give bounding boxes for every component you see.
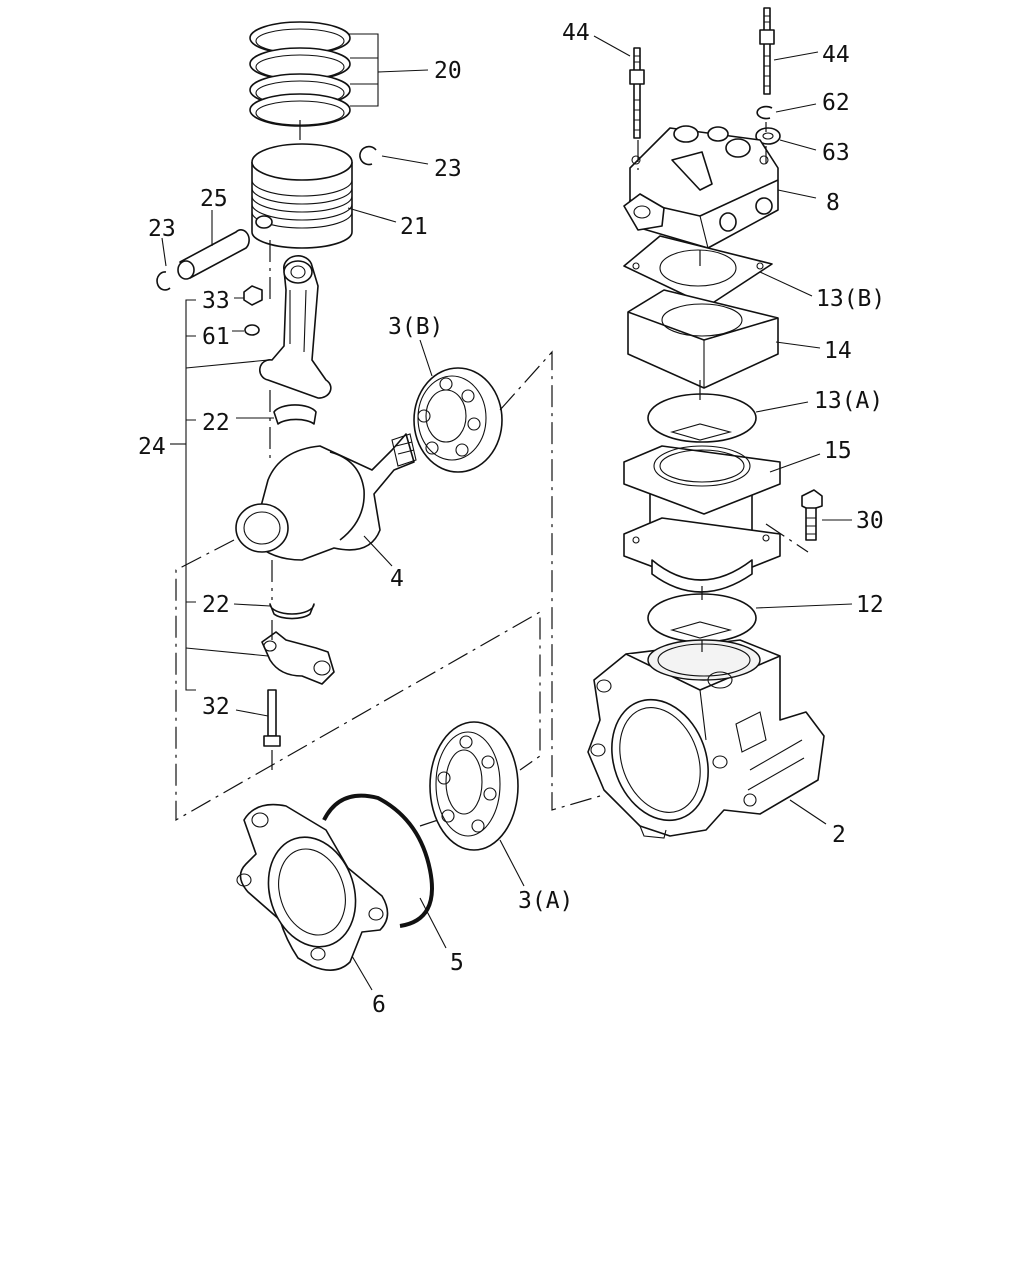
callout-2: 2 [832, 822, 846, 848]
bearing-shell [273, 404, 317, 425]
callout-32: 32 [202, 694, 230, 720]
crankcase [587, 639, 825, 839]
callout-14: 14 [824, 338, 852, 364]
callout-23: 23 [148, 216, 176, 242]
callout-24: 24 [138, 434, 166, 460]
callout-23: 23 [434, 156, 462, 182]
rod-cap [261, 631, 335, 685]
callout-25: 25 [200, 186, 228, 212]
crankshaft [235, 433, 417, 561]
callout-30: 30 [856, 508, 884, 534]
callout-6: 6 [372, 992, 386, 1018]
callout-63: 63 [822, 140, 850, 166]
snap-ring [156, 271, 171, 291]
piston-pin [177, 229, 250, 280]
snap-ring-large [322, 793, 434, 928]
callout-3b: 3(B) [388, 314, 443, 340]
piston-rings [249, 21, 351, 127]
callout-12: 12 [856, 592, 884, 618]
ball-bearing-a [429, 721, 519, 851]
washer [755, 127, 781, 145]
snap-ring [359, 145, 377, 166]
cover-plate [236, 803, 389, 971]
ball-bearing-b [413, 367, 503, 473]
bearing-shell [269, 603, 315, 620]
piston [251, 143, 353, 249]
callout-3a: 3(A) [518, 888, 573, 914]
callout-61: 61 [202, 324, 230, 350]
rod-bolt [263, 689, 281, 747]
o-ring [647, 593, 757, 643]
connecting-rod [259, 255, 332, 399]
callout-22: 22 [202, 592, 230, 618]
callout-5: 5 [450, 950, 464, 976]
o-ring-a [647, 393, 757, 443]
stud-bolt [759, 7, 775, 95]
callout-15: 15 [824, 438, 852, 464]
callout-22: 22 [202, 410, 230, 436]
callout-21: 21 [400, 214, 428, 240]
callout-44: 44 [562, 20, 590, 46]
snap-ring [756, 105, 773, 120]
callout-44: 44 [822, 42, 850, 68]
gasket-b [623, 235, 773, 307]
hex-bolt [801, 489, 823, 541]
rod-nut [243, 285, 263, 336]
cylinder [623, 445, 781, 593]
callout-13a: 13(A) [814, 388, 883, 414]
callout-20: 20 [434, 58, 462, 84]
spacer-block [627, 289, 779, 389]
stud-bolt [629, 47, 645, 139]
callout-labels: 20 23 21 25 23 33 61 22 24 3(B) 4 22 32 … [138, 20, 885, 1018]
callout-4: 4 [390, 566, 404, 592]
callout-13b: 13(B) [816, 286, 885, 312]
callout-8: 8 [826, 190, 840, 216]
cylinder-head [623, 125, 779, 249]
callout-62: 62 [822, 90, 850, 116]
callout-33: 33 [202, 288, 230, 314]
